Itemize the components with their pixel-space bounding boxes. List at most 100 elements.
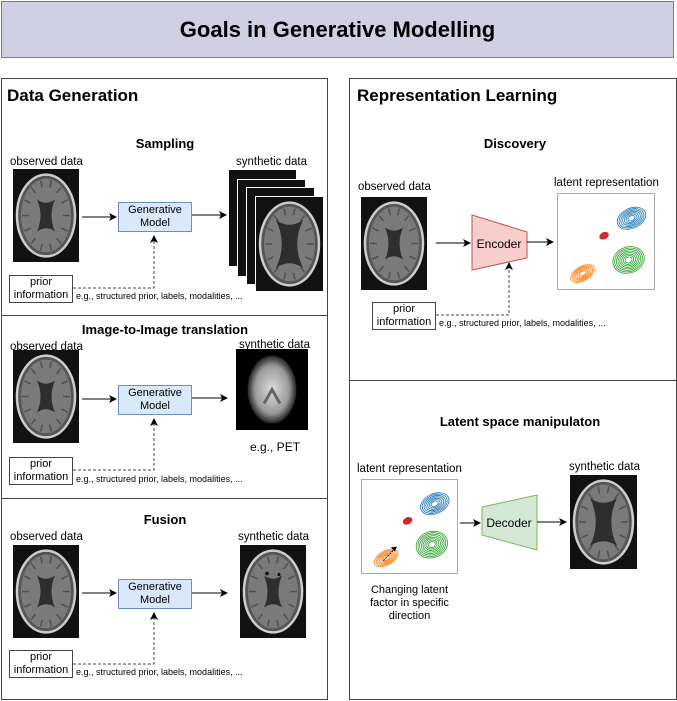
sulcus xyxy=(276,556,280,564)
sulcus xyxy=(24,575,31,580)
sulcus xyxy=(304,227,312,232)
lesion xyxy=(277,573,281,576)
sulcus xyxy=(597,486,601,494)
sulcus xyxy=(56,237,62,245)
sulcus xyxy=(56,613,62,621)
sulcus xyxy=(49,180,53,188)
sulcus xyxy=(581,534,589,539)
green-cluster-contour xyxy=(427,541,436,548)
translation-title: Image-to-Image translation xyxy=(81,322,249,337)
sulcus xyxy=(266,556,270,564)
sulcus xyxy=(387,208,391,216)
observed-data-label: observed data xyxy=(10,156,83,168)
sulcus xyxy=(49,556,53,564)
red-cluster xyxy=(599,231,609,240)
orange-cluster-contour xyxy=(578,270,587,277)
sulcus xyxy=(304,256,312,261)
synthetic-mri-image xyxy=(255,196,323,291)
sulcus xyxy=(30,367,36,375)
sulcus xyxy=(587,544,594,551)
pet-caption: e.g., PET xyxy=(250,440,301,454)
observed-mri-image xyxy=(361,197,427,290)
sulcus xyxy=(39,180,43,188)
green-cluster-contour xyxy=(617,250,640,270)
sulcus xyxy=(273,266,280,273)
sulcus xyxy=(283,562,289,570)
sulcus xyxy=(49,361,53,369)
sulcus xyxy=(24,380,31,385)
sulcus xyxy=(283,208,287,216)
blue-cluster-contour xyxy=(625,213,638,223)
green-cluster-contour xyxy=(426,539,438,550)
sulcus xyxy=(288,575,295,580)
orange-cluster-contour xyxy=(374,548,399,568)
prior-note: e.g., structured prior, labels, modaliti… xyxy=(439,318,606,328)
prior-label: prior xyxy=(29,458,52,470)
prior-note: e.g., structured prior, labels, modaliti… xyxy=(76,474,243,484)
prior-label: information xyxy=(13,471,69,483)
sulcus xyxy=(61,408,68,413)
sulcus xyxy=(257,562,263,570)
sulcus xyxy=(251,603,258,608)
sulcus xyxy=(30,237,36,245)
orange-cluster-contour xyxy=(380,553,392,563)
ventricle xyxy=(37,199,55,232)
green-cluster-contour xyxy=(422,536,441,553)
green-cluster-contour xyxy=(621,253,636,267)
representation-learning-panel xyxy=(349,78,677,700)
sulcus xyxy=(397,271,401,279)
caption-line: factor in specific xyxy=(370,597,449,609)
pet-ventricle xyxy=(262,386,282,405)
sulcus xyxy=(404,214,410,222)
prior-note: e.g., structured prior, labels, modaliti… xyxy=(76,291,243,301)
data-generation-title: Data Generation xyxy=(7,86,139,105)
sulcus xyxy=(49,243,53,251)
sulcus xyxy=(409,227,416,232)
sulcus xyxy=(372,255,379,260)
orange-cluster-contour xyxy=(571,265,594,282)
blue-cluster-contour xyxy=(429,499,441,509)
sulcus xyxy=(56,186,62,194)
sulcus xyxy=(61,199,68,204)
sulcus xyxy=(587,493,594,500)
observed-data-label: observed data xyxy=(10,531,83,543)
latent-space-plot xyxy=(557,193,655,290)
divider xyxy=(1,498,328,499)
divider xyxy=(1,315,328,316)
sulcus xyxy=(276,619,280,627)
sulcus xyxy=(283,272,287,280)
manipulation-caption: Changing latent factor in specific direc… xyxy=(361,584,458,623)
sulcus xyxy=(378,214,384,222)
latent-representation-label: latent representation xyxy=(554,177,659,189)
sulcus xyxy=(299,266,306,273)
prior-label: prior xyxy=(29,276,52,288)
blue-cluster-contour xyxy=(420,492,450,516)
blue-cluster-contour xyxy=(425,496,445,512)
prior-label: prior xyxy=(392,303,415,315)
orange-cluster-contour xyxy=(382,554,391,561)
latent-space-plot xyxy=(361,479,458,574)
green-cluster-contour xyxy=(614,247,643,273)
orange-cluster-contour xyxy=(379,552,394,564)
model-label: Model xyxy=(140,594,170,606)
fusion-title: Fusion xyxy=(143,512,187,527)
sulcus xyxy=(372,227,379,232)
model-label: Generative xyxy=(128,204,182,216)
sulcus xyxy=(409,255,416,260)
caption-line: Changing latent xyxy=(370,584,449,596)
manipulation-title: Latent space manipulaton xyxy=(439,414,601,429)
green-cluster-contour xyxy=(612,246,645,274)
synthetic-data-label: synthetic data xyxy=(236,156,307,168)
sulcus xyxy=(257,613,263,621)
blue-cluster-contour xyxy=(430,500,439,507)
sulcus xyxy=(273,215,280,222)
observed-mri-image xyxy=(13,545,79,638)
green-cluster-contour xyxy=(619,252,638,268)
prior-label: information xyxy=(376,316,432,328)
sulcus xyxy=(30,186,36,194)
sulcus xyxy=(39,556,43,564)
sulcus xyxy=(56,562,62,570)
ventricle xyxy=(37,575,55,608)
